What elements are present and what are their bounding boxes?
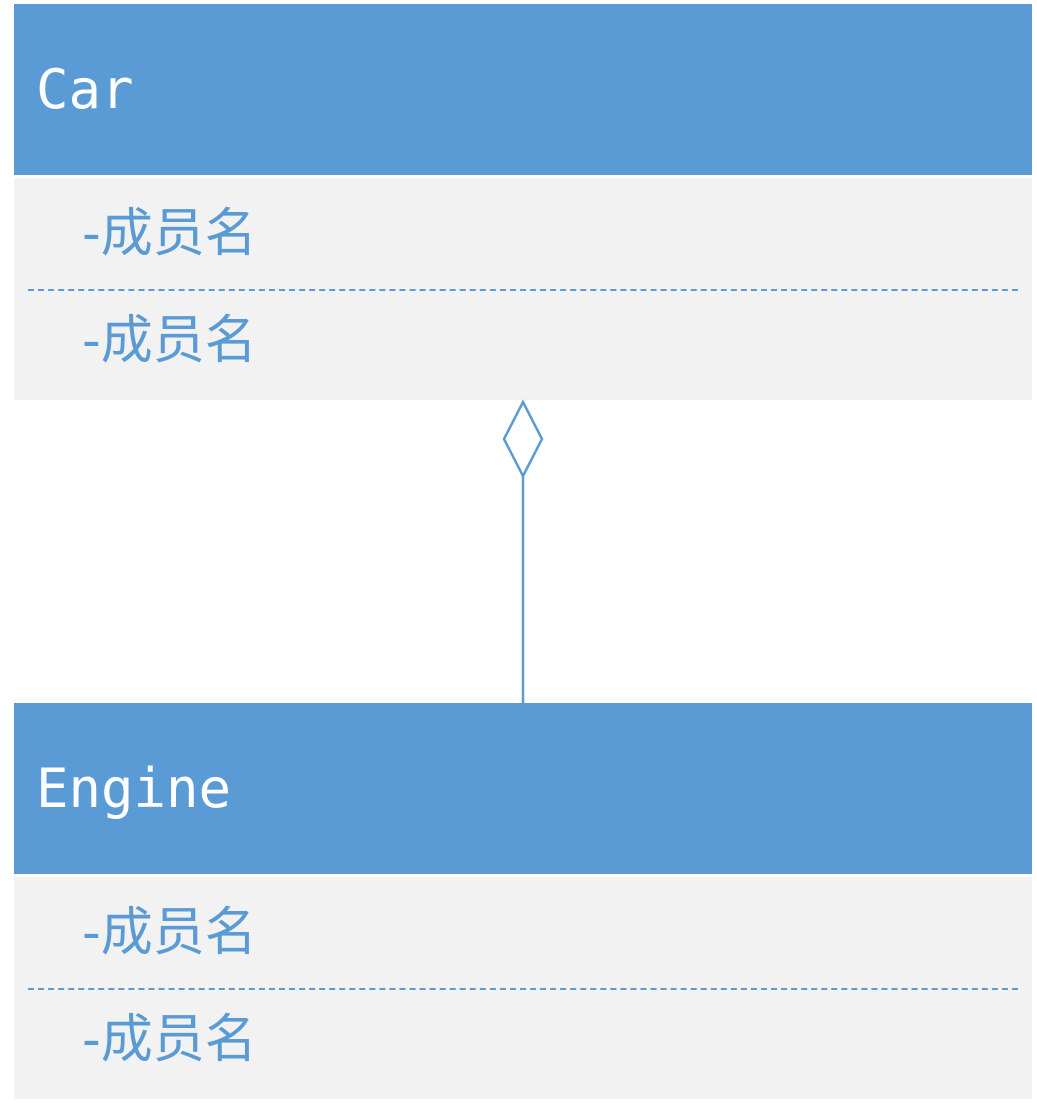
class-name-car: Car <box>36 57 134 121</box>
class-header-car: Car <box>14 4 1032 175</box>
aggregation-diamond-icon <box>502 399 544 479</box>
class-members-engine: -成员名 -成员名 <box>14 877 1032 1099</box>
member-car-2: -成员名 <box>82 311 257 371</box>
member-engine-2: -成员名 <box>82 1010 257 1070</box>
class-members-car: -成员名 -成员名 <box>14 178 1032 400</box>
class-name-engine: Engine <box>36 756 232 820</box>
class-box-engine: Engine -成员名 -成员名 <box>14 703 1032 1099</box>
member-car-1: -成员名 <box>82 204 257 264</box>
class-header-engine: Engine <box>14 703 1032 874</box>
member-separator-car <box>28 289 1018 291</box>
member-engine-1: -成员名 <box>82 903 257 963</box>
member-separator-engine <box>28 988 1018 990</box>
class-box-car: Car -成员名 -成员名 <box>14 4 1032 400</box>
